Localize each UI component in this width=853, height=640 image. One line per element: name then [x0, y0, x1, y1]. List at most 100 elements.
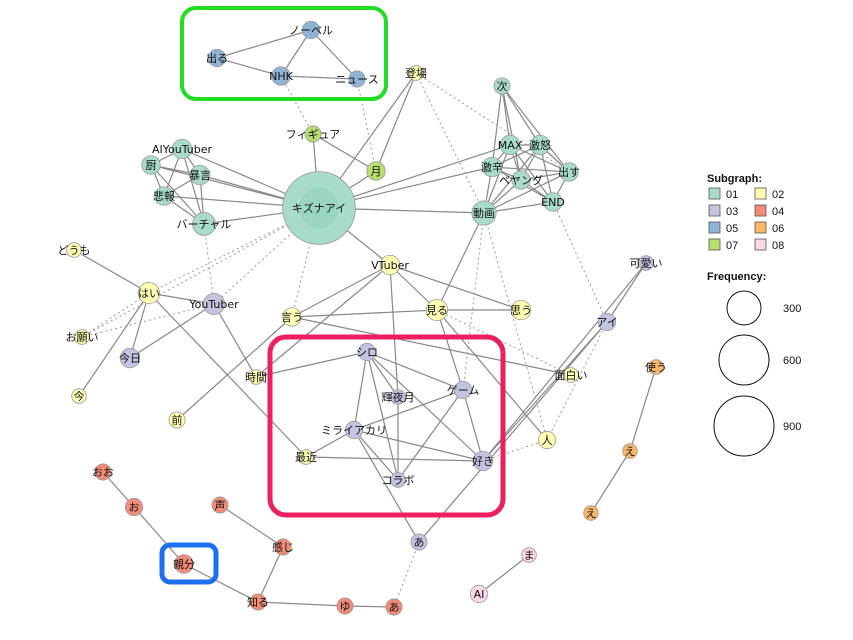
- edge-solid-79: [255, 351, 368, 378]
- node-可愛い[interactable]: 可愛い: [630, 255, 663, 271]
- node-フィギュア[interactable]: フィギュア: [286, 125, 341, 143]
- node-今[interactable]: 今: [71, 388, 87, 404]
- node-ノーベル[interactable]: ノーベル: [289, 20, 333, 40]
- node-END[interactable]: END: [541, 192, 565, 212]
- node-最近[interactable]: 最近: [295, 449, 317, 465]
- node-どうも[interactable]: どうも: [58, 242, 91, 258]
- node-ゲーム[interactable]: ゲーム: [447, 380, 480, 400]
- node-人[interactable]: 人: [537, 430, 557, 450]
- node-次[interactable]: 次: [493, 77, 511, 95]
- node-言う[interactable]: 言う: [281, 307, 303, 327]
- node-label: END: [541, 196, 565, 209]
- edge-dotted-5: [213, 207, 320, 305]
- node-label: 今: [74, 389, 85, 403]
- node-月[interactable]: 月: [366, 161, 386, 181]
- node-動画[interactable]: 動画: [471, 200, 497, 226]
- node-circle: [249, 593, 267, 611]
- node-ミライアカリ[interactable]: ミライアカリ: [321, 420, 387, 440]
- node-キズナアイ[interactable]: キズナアイ: [282, 171, 356, 245]
- node-前[interactable]: 前: [168, 411, 186, 429]
- node-circle: [274, 538, 292, 556]
- node-label: コラボ: [382, 474, 415, 487]
- edge-dotted-18: [203, 223, 215, 305]
- node-circle: [563, 367, 579, 383]
- node-ま[interactable]: ま: [521, 547, 537, 563]
- node-親分[interactable]: 親分: [173, 554, 195, 574]
- node-面白い[interactable]: 面白い: [555, 367, 588, 383]
- node-厨[interactable]: 厨: [141, 155, 161, 175]
- edge-solid-12: [150, 164, 205, 225]
- node-出す[interactable]: 出す: [558, 162, 580, 182]
- node-AIYouTuber[interactable]: AIYouTuber: [152, 138, 212, 160]
- node-声[interactable]: 声: [211, 496, 229, 514]
- node-お[interactable]: お: [124, 497, 144, 517]
- node-お願い[interactable]: お願い: [66, 329, 99, 345]
- edge-solid-76: [366, 351, 484, 462]
- node-label: あ: [389, 601, 400, 614]
- node-YouTuber[interactable]: YouTuber: [188, 292, 239, 316]
- node-思う[interactable]: 思う: [510, 299, 532, 321]
- node-激辛[interactable]: 激辛: [481, 156, 503, 178]
- node-今日[interactable]: 今日: [119, 347, 141, 369]
- edge-solid-80: [353, 389, 464, 431]
- legend-swatch-03: [708, 204, 721, 217]
- node-え[interactable]: え: [622, 443, 638, 459]
- node-出る[interactable]: 出る: [206, 48, 228, 68]
- edge-solid-92: [418, 321, 608, 543]
- legend-frequency-circle-900: [713, 395, 775, 457]
- node-AI[interactable]: AI: [469, 584, 489, 604]
- edge-dotted-11: [483, 212, 548, 441]
- node-label: 人: [542, 434, 553, 447]
- legend-label-01: 01: [726, 189, 738, 201]
- node-あ2[interactable]: あ: [385, 598, 403, 616]
- node-バーチャル[interactable]: バーチャル: [177, 212, 232, 236]
- node-悲報[interactable]: 悲報: [153, 186, 175, 206]
- edge-solid-81: [462, 389, 484, 462]
- legend-swatch-02: [754, 187, 767, 200]
- node-circle: [348, 70, 366, 88]
- node-使う[interactable]: 使う: [645, 359, 667, 375]
- node-シロ[interactable]: シロ: [356, 342, 378, 362]
- legend-label-02: 02: [772, 189, 784, 201]
- node-見る[interactable]: 見る: [425, 298, 449, 322]
- node-知る[interactable]: 知る: [247, 593, 269, 611]
- node-時間[interactable]: 時間: [245, 369, 267, 385]
- node-label: 次: [497, 79, 508, 93]
- node-label: AIYouTuber: [152, 143, 212, 156]
- node-ニュース[interactable]: ニュース: [335, 70, 379, 88]
- legend-label-03: 03: [726, 206, 738, 218]
- node-アイ[interactable]: アイ: [596, 312, 618, 332]
- node-label: 悲報: [153, 189, 175, 203]
- node-激怒[interactable]: 激怒: [529, 134, 551, 156]
- edge-solid-70: [129, 303, 215, 359]
- node-circle: [119, 347, 141, 369]
- node-label: 面白い: [555, 368, 588, 382]
- node-感じ[interactable]: 感じ: [272, 538, 294, 556]
- node-あ[interactable]: あ: [410, 533, 428, 551]
- node-label: ノーベル: [289, 24, 333, 37]
- edge-layer: [73, 29, 657, 608]
- node-え2[interactable]: え: [583, 505, 599, 521]
- node-label: 最近: [295, 451, 317, 464]
- node-label: え: [586, 507, 597, 520]
- node-NHK[interactable]: NHK: [269, 66, 294, 86]
- node-circle: [622, 443, 638, 459]
- node-ゆ[interactable]: ゆ: [336, 597, 354, 615]
- node-MAX[interactable]: MAX: [498, 134, 523, 156]
- edge-solid-102: [478, 554, 530, 595]
- node-VTuber[interactable]: VTuber: [371, 254, 409, 276]
- node-輝夜月[interactable]: 輝夜月: [382, 389, 415, 405]
- node-ペヤング[interactable]: ペヤング: [499, 170, 543, 190]
- node-登場[interactable]: 登場: [405, 65, 427, 81]
- edge-solid-74: [353, 351, 368, 431]
- node-label: あ: [414, 536, 425, 549]
- edge-solid-75: [366, 351, 464, 391]
- node-暴言[interactable]: 暴言: [189, 164, 211, 186]
- node-好き[interactable]: 好き: [472, 450, 494, 472]
- edge-solid-8: [181, 148, 205, 225]
- node-label: 厨: [146, 159, 157, 172]
- node-コラボ[interactable]: コラボ: [382, 472, 415, 488]
- node-はい[interactable]: はい: [137, 281, 161, 305]
- legend-label-06: 06: [772, 223, 784, 235]
- node-おお[interactable]: おお: [92, 463, 114, 481]
